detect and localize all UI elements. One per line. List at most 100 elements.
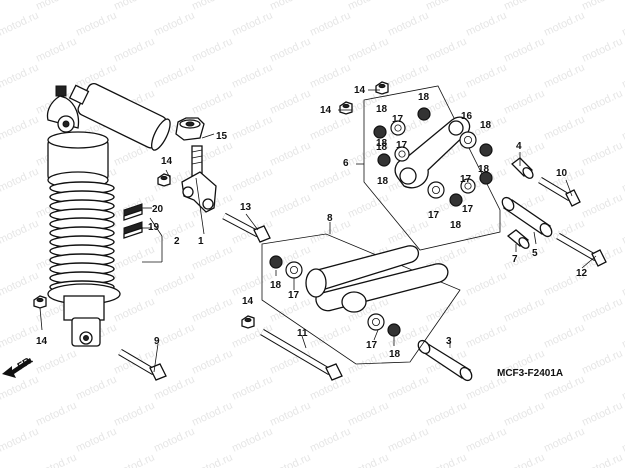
needle-bearing[interactable] — [417, 107, 431, 121]
collar-4[interactable] — [511, 157, 535, 180]
rear-shock-absorber[interactable] — [46, 76, 174, 347]
watermark-text: motod.ru — [152, 9, 196, 38]
nut-cushion-top-b[interactable] — [339, 101, 353, 115]
watermark-text: motod.ru — [268, 399, 312, 428]
watermark-text: motod.ru — [464, 425, 508, 454]
needle-bearing[interactable] — [373, 125, 387, 139]
watermark-text: motod.ru — [542, 113, 586, 142]
callout-seal-6e: 17 — [460, 174, 472, 185]
watermark-text: motod.ru — [74, 373, 118, 402]
callout-spring-seat: 19 — [148, 222, 160, 233]
watermark-text: motod.ru — [34, 0, 78, 13]
watermark-text: motod.ru — [620, 373, 625, 402]
watermark-text: motod.ru — [34, 451, 78, 468]
shock-upper-pivot-bracket[interactable] — [181, 145, 217, 213]
watermark-text: motod.ru — [580, 347, 624, 376]
cushion-rod-long-bolt[interactable] — [260, 328, 343, 381]
watermark-text: motod.ru — [112, 0, 156, 13]
nut-cushion-rod[interactable] — [241, 315, 255, 329]
watermark-text: motod.ru — [0, 321, 41, 350]
nut-cushion-top-a[interactable] — [375, 81, 389, 95]
watermark-text: motod.ru — [0, 373, 41, 402]
cushion-arm[interactable] — [394, 116, 471, 189]
watermark-text: motod.ru — [464, 217, 508, 246]
leader-line — [39, 307, 43, 331]
watermark-text: motod.ru — [0, 165, 41, 194]
needle-bearing[interactable] — [269, 255, 283, 269]
watermark-text: motod.ru — [502, 35, 546, 64]
bore-hole — [463, 135, 472, 144]
watermark-text: motod.ru — [424, 399, 468, 428]
leader-line — [301, 335, 307, 349]
callout-collar-5: 5 — [532, 248, 538, 259]
watermark-text: motod.ru — [190, 399, 234, 428]
watermark-text: motod.ru — [502, 295, 546, 324]
watermark-text: motod.ru — [620, 165, 625, 194]
watermark-text: motod.ru — [112, 451, 156, 468]
nut-bracket[interactable] — [157, 173, 171, 187]
watermark-text: motod.ru — [112, 243, 156, 272]
needle-bearing[interactable] — [387, 323, 401, 337]
needle-bearing[interactable] — [479, 143, 493, 157]
watermark-text: motod.ru — [34, 35, 78, 64]
front-direction-arrow — [2, 358, 32, 378]
watermark-text: motod.ru — [620, 425, 625, 454]
leader-line — [245, 213, 259, 231]
watermark-text: motod.ru — [112, 399, 156, 428]
diagram-code: MCF3-F2401A — [497, 368, 563, 379]
collar-3[interactable] — [416, 338, 474, 382]
needle-bearing[interactable] — [449, 193, 463, 207]
watermark-text: motod.ru — [0, 0, 1, 13]
callout-cushion-arm: 6 — [343, 158, 349, 169]
callout-brg-6h: 18 — [376, 138, 388, 149]
watermark-text: motod.ru — [580, 399, 624, 428]
callout-collar-16: 16 — [461, 111, 473, 122]
cushion-arm-bolt-10[interactable] — [538, 176, 581, 207]
callout-brg-6a: 18 — [376, 104, 388, 115]
spring-retainer-halves[interactable] — [123, 203, 143, 221]
callout-pivot-bracket: 1 — [198, 236, 204, 247]
cushion-arm-bracket-box — [363, 85, 501, 251]
watermark-text: motod.ru — [268, 139, 312, 168]
bore-hole — [371, 317, 380, 326]
callout-brg-6e: 18 — [480, 120, 492, 131]
leader-line — [373, 329, 379, 341]
callout-cushion-rod: 8 — [327, 213, 333, 224]
watermark-text: motod.ru — [580, 0, 624, 13]
collar-nut[interactable] — [175, 117, 205, 141]
watermark-text: motod.ru — [230, 373, 274, 402]
callout-seal-6c: 17 — [462, 204, 474, 215]
watermark-text: motod.ru — [190, 451, 234, 468]
watermark-text: motod.ru — [464, 321, 508, 350]
cushion-arm-bolt-12[interactable] — [556, 232, 607, 267]
callout-brg-8b: 18 — [389, 349, 401, 360]
shock-lower-bolt[interactable] — [118, 348, 167, 381]
watermark-text: motod.ru — [190, 87, 234, 116]
watermark-text: motod.ru — [0, 139, 1, 168]
callout-brg-6g: 18 — [450, 220, 462, 231]
watermark-text: motod.ru — [190, 295, 234, 324]
needle-bearing[interactable] — [377, 153, 391, 167]
watermark-text: motod.ru — [230, 61, 274, 90]
watermark-text: motod.ru — [580, 295, 624, 324]
callout-seal-6b: 17 — [428, 210, 440, 221]
watermark-text: motod.ru — [152, 425, 196, 454]
nut-shock-bottom[interactable] — [33, 295, 47, 309]
watermark-text: motod.ru — [0, 217, 41, 246]
watermark-text: motod.ru — [502, 87, 546, 116]
bore-hole — [464, 182, 472, 190]
callout-upper-bolt: 13 — [240, 202, 252, 213]
watermark-text: motod.ru — [0, 243, 1, 272]
collar-7[interactable] — [506, 229, 531, 250]
cushion-rod-bracket-box — [261, 233, 461, 365]
spring-seat-stopper[interactable] — [123, 221, 143, 239]
watermark-text: motod.ru — [464, 269, 508, 298]
callout-spring-retainer: 20 — [152, 204, 164, 215]
cushion-rod[interactable] — [305, 245, 449, 313]
watermark-text: motod.ru — [112, 35, 156, 64]
needle-bearing[interactable] — [479, 171, 493, 185]
watermark-text: motod.ru — [542, 9, 586, 38]
watermark-text: motod.ru — [268, 0, 312, 13]
callout-brg-6f: 18 — [478, 164, 490, 175]
collar-5[interactable] — [500, 195, 554, 238]
